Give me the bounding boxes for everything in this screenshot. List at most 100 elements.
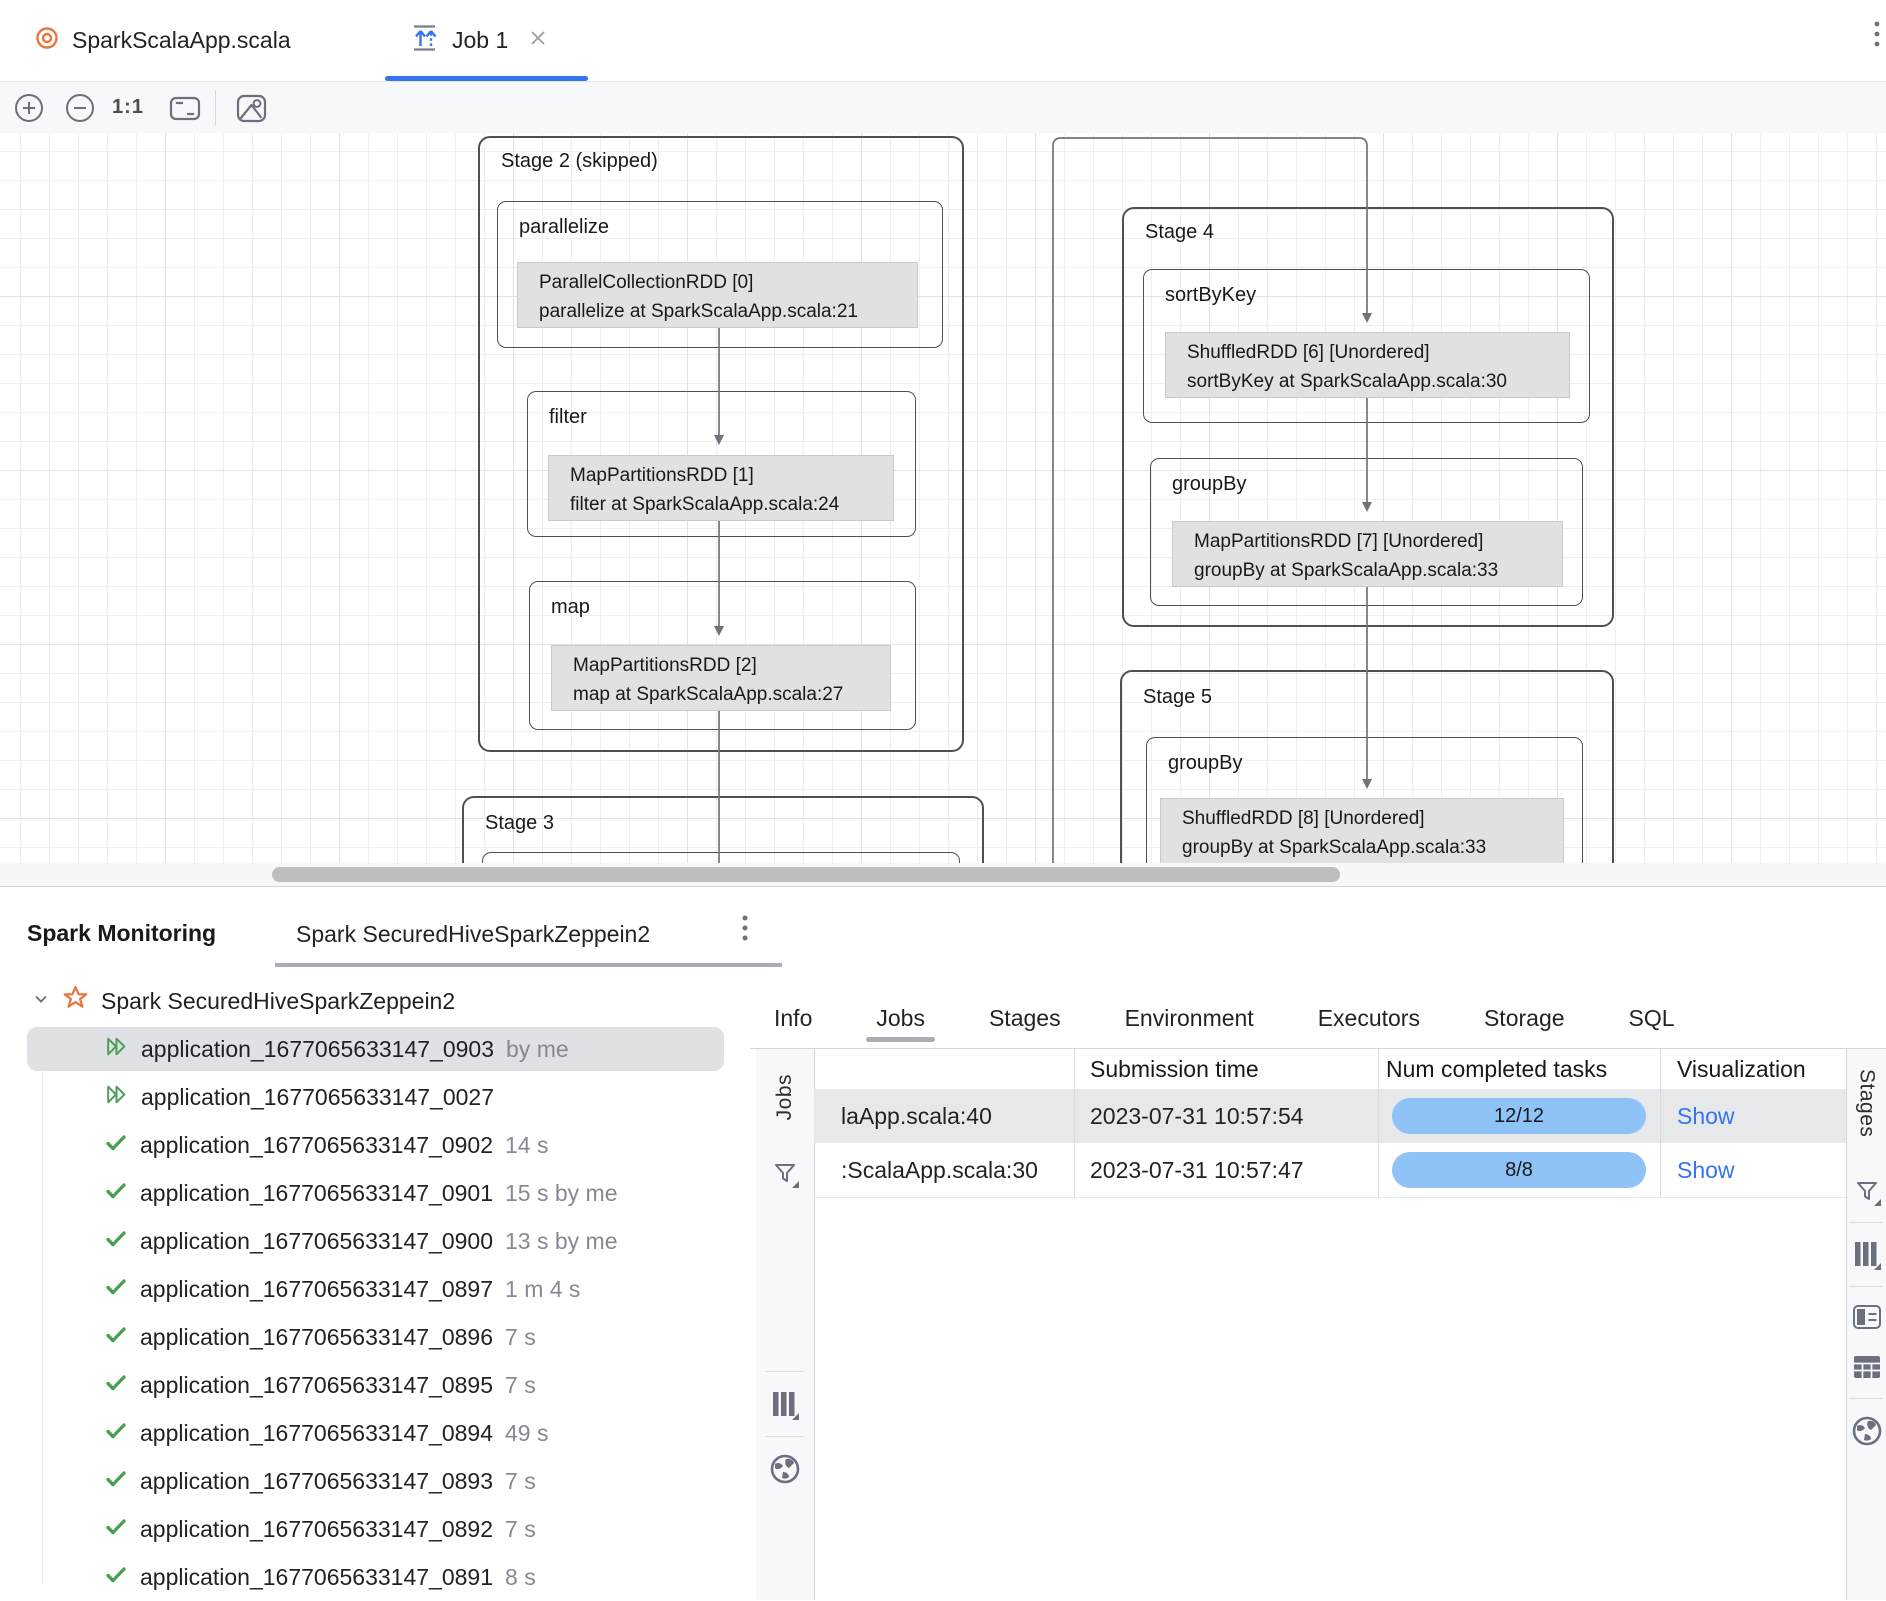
application-row[interactable]: application_1677065633147_0892 7 s <box>0 1505 750 1553</box>
rdd-node-mappartitionsrdd-7[interactable]: MapPartitionsRDD [7] [Unordered] groupBy… <box>1172 521 1563 587</box>
application-row[interactable]: application_1677065633147_0897 1 m 4 s <box>0 1265 750 1313</box>
table-row[interactable]: :ScalaApp.scala:30 2023-07-31 10:57:47 8… <box>814 1143 1846 1197</box>
globe-icon[interactable] <box>1851 1415 1883 1452</box>
tree-root-row[interactable]: Spark SecuredHiveSparkZeppein2 <box>0 977 750 1025</box>
tab-label: Job 1 <box>452 27 509 53</box>
spark-app-star-icon <box>62 985 89 1017</box>
tab-info[interactable]: Info <box>774 1004 813 1031</box>
op-label: map <box>551 596 590 618</box>
application-tree: Spark SecuredHiveSparkZeppein2 applicati… <box>0 977 750 1601</box>
filter-icon[interactable] <box>1852 1177 1882 1212</box>
zoom-in-button[interactable] <box>12 82 46 133</box>
stage-3-box[interactable]: Stage 3 <box>462 796 984 863</box>
application-row[interactable]: application_1677065633147_0900 13 s by m… <box>0 1217 750 1265</box>
application-meta: 7 s <box>505 1371 536 1398</box>
columns-icon[interactable] <box>770 1389 800 1426</box>
application-row[interactable]: application_1677065633147_0903 by me <box>0 1025 750 1073</box>
job-dag-icon <box>410 23 440 58</box>
tab-sql[interactable]: SQL <box>1628 1004 1675 1031</box>
op-label: groupBy <box>1168 752 1243 774</box>
close-icon[interactable] <box>528 28 548 53</box>
application-row[interactable]: application_1677065633147_0893 7 s <box>0 1457 750 1505</box>
application-row[interactable]: application_1677065633147_0901 15 s by m… <box>0 1169 750 1217</box>
rdd-node-shuffledrdd-6[interactable]: ShuffledRDD [6] [Unordered] sortByKey at… <box>1165 332 1570 398</box>
tab-executors[interactable]: Executors <box>1317 1004 1420 1031</box>
rdd-node-parallelcollectionrdd-0[interactable]: ParallelCollectionRDD [0] parallelize at… <box>517 262 918 328</box>
running-double-play-icon <box>104 1082 129 1112</box>
tab-storage[interactable]: Storage <box>1483 1004 1565 1031</box>
dag-canvas[interactable]: Stage 2 (skipped) parallelize ParallelCo… <box>0 133 1886 863</box>
horizontal-scrollbar-thumb[interactable] <box>272 867 1340 882</box>
table-row[interactable]: laApp.scala:40 2023-07-31 10:57:54 12/12… <box>814 1089 1846 1143</box>
application-row[interactable]: application_1677065633147_0894 49 s <box>0 1409 750 1457</box>
stages-strip-label: Stages <box>1855 1069 1879 1138</box>
application-meta: 7 s <box>505 1515 536 1542</box>
stage-2-box[interactable]: Stage 2 (skipped) <box>478 136 964 752</box>
export-image-icon[interactable] <box>232 82 270 133</box>
strip-divider <box>814 1048 815 1600</box>
application-meta: 15 s by me <box>505 1179 618 1206</box>
chevron-down-icon[interactable] <box>32 990 50 1013</box>
table-view-icon[interactable] <box>1851 1353 1883 1386</box>
success-check-icon <box>104 1563 128 1592</box>
tree-root-label: Spark SecuredHiveSparkZeppein2 <box>101 987 456 1014</box>
parallelize-op-box[interactable]: parallelize <box>497 201 943 348</box>
jobs-table: Submission time Num completed tasks Visu… <box>814 1049 1846 1198</box>
column-submission-time[interactable]: Submission time <box>1090 1055 1259 1082</box>
rdd-node-mappartitionsrdd-2[interactable]: MapPartitionsRDD [2] map at SparkScalaAp… <box>551 645 891 711</box>
tasks-progress-pill: 8/8 <box>1392 1152 1646 1188</box>
success-check-icon <box>104 1131 128 1160</box>
show-visualization-link[interactable]: Show <box>1677 1102 1735 1129</box>
tab-environment[interactable]: Environment <box>1124 1004 1254 1031</box>
application-meta: 1 m 4 s <box>505 1275 581 1302</box>
column-num-completed-tasks[interactable]: Num completed tasks <box>1386 1055 1608 1082</box>
op-label: sortByKey <box>1165 284 1257 306</box>
success-check-icon <box>104 1467 128 1496</box>
application-id: application_1677065633147_0892 <box>140 1515 494 1542</box>
job-description: laApp.scala:40 <box>841 1102 992 1129</box>
column-visualization[interactable]: Visualization <box>1677 1055 1806 1082</box>
kebab-menu-icon[interactable] <box>740 912 750 957</box>
stage-3-op-box[interactable] <box>482 852 960 863</box>
success-check-icon <box>104 1179 128 1208</box>
detail-view-icon[interactable] <box>1851 1303 1883 1336</box>
application-row[interactable]: application_1677065633147_0902 14 s <box>0 1121 750 1169</box>
application-id: application_1677065633147_0902 <box>140 1131 494 1158</box>
rdd-callsite: groupBy at SparkScalaApp.scala:33 <box>1182 837 1487 858</box>
job-description: :ScalaApp.scala:30 <box>841 1156 1038 1183</box>
application-row[interactable]: application_1677065633147_0027 <box>0 1073 750 1121</box>
panel-title: Spark Monitoring <box>27 920 217 946</box>
application-meta: 8 s <box>505 1563 536 1590</box>
strip-separator <box>1849 1222 1883 1223</box>
tab-label: SparkScalaApp.scala <box>72 27 291 53</box>
application-row[interactable]: application_1677065633147_0896 7 s <box>0 1313 750 1361</box>
connection-tab-indicator <box>275 963 782 967</box>
rdd-name: ParallelCollectionRDD [0] <box>539 272 754 293</box>
tab-jobs[interactable]: Jobs <box>866 1004 935 1042</box>
fit-content-icon[interactable] <box>166 82 204 133</box>
application-id: application_1677065633147_0901 <box>140 1179 494 1206</box>
filter-op-box[interactable]: filter <box>527 391 916 537</box>
spark-monitoring-panel: Spark Monitoring Spark SecuredHiveSparkZ… <box>0 887 1886 1600</box>
application-id: application_1677065633147_0896 <box>140 1323 494 1350</box>
application-row[interactable]: application_1677065633147_0891 8 s <box>0 1553 750 1601</box>
zoom-out-button[interactable] <box>63 82 97 133</box>
columns-icon[interactable] <box>1852 1239 1882 1276</box>
tab-job-1[interactable]: Job 1 <box>410 0 548 81</box>
show-visualization-link[interactable]: Show <box>1677 1156 1735 1183</box>
kebab-menu-icon[interactable] <box>1872 17 1882 66</box>
application-row[interactable]: application_1677065633147_0895 7 s <box>0 1361 750 1409</box>
table-header-row: Submission time Num completed tasks Visu… <box>814 1049 1846 1089</box>
tab-stages[interactable]: Stages <box>988 1004 1061 1031</box>
globe-icon[interactable] <box>769 1453 801 1490</box>
tab-sparkscalaapp[interactable]: SparkScalaApp.scala <box>34 0 291 81</box>
rdd-node-mappartitionsrdd-1[interactable]: MapPartitionsRDD [1] filter at SparkScal… <box>548 455 894 521</box>
filter-icon[interactable] <box>770 1159 800 1194</box>
map-op-box[interactable]: map <box>529 581 916 730</box>
toolbar-separator <box>215 90 216 125</box>
rdd-node-shuffledrdd-8[interactable]: ShuffledRDD [8] [Unordered] groupBy at S… <box>1160 798 1564 863</box>
stage-label: Stage 5 <box>1143 686 1212 708</box>
connection-tab[interactable]: Spark SecuredHiveSparkZeppein2 <box>296 921 651 947</box>
actual-size-button[interactable]: 1:1 <box>112 96 144 118</box>
detail-tab-bar: Info Jobs Stages Environment Executors S… <box>750 995 1675 1042</box>
